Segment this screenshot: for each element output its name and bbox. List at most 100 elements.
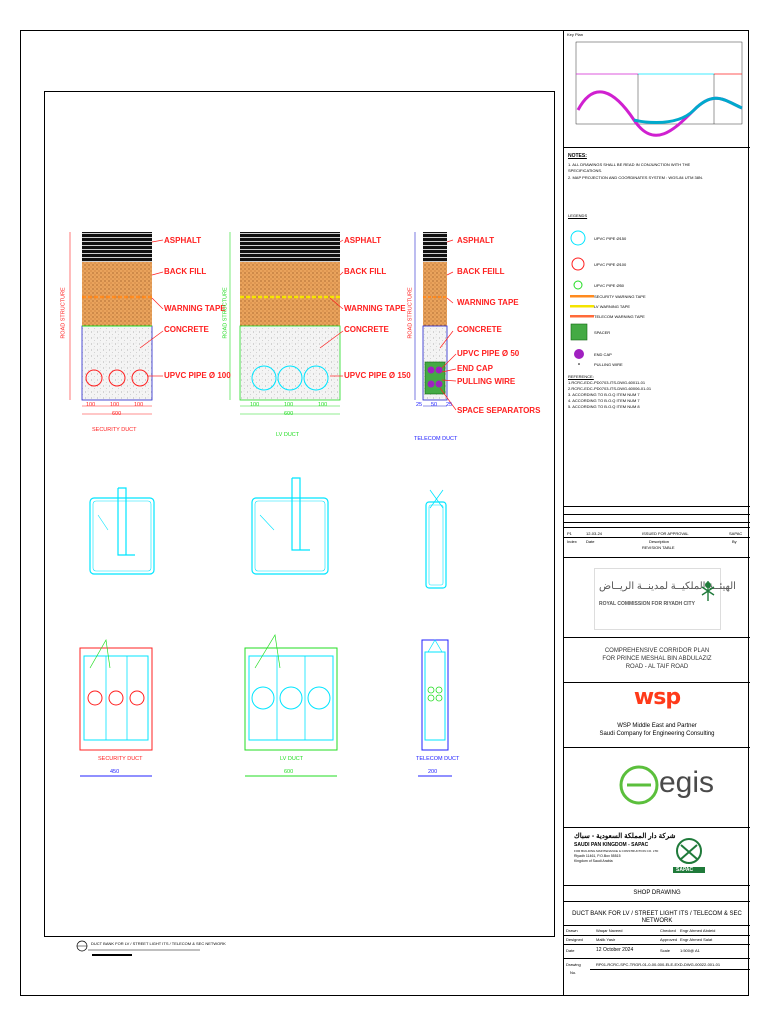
- revision-grid-line: [564, 506, 750, 507]
- combined-detail-lv: [244, 633, 338, 777]
- no-label: No.: [570, 970, 577, 975]
- drawing-label: Drawing: [566, 962, 581, 967]
- dim-lv-3: 100: [318, 402, 328, 408]
- revision-header-index: Index: [567, 539, 577, 544]
- caption-telecom-2: TELECOM DUCT: [416, 756, 460, 762]
- info-divider: [564, 958, 750, 959]
- telecom-section: [414, 232, 457, 411]
- caption-lv-2: LV DUCT: [280, 756, 304, 762]
- revision-header-by: By: [732, 539, 737, 544]
- dim-lv-1: 100: [250, 402, 260, 408]
- rebar-detail-telecom: [425, 489, 447, 589]
- contractor-arabic: شركة دار المملكة السعودية - سباك: [574, 833, 676, 840]
- approved-value: Engr Ahmed Salat: [680, 937, 713, 942]
- label-warning-tape-security: WARNING TAPE: [164, 304, 226, 313]
- legend-item-4: LV WARNING TAPE: [594, 304, 631, 309]
- reference-item-2: 3. ACCORDING TO B.O.Q ITEM NUM 7: [568, 392, 640, 397]
- label-concrete-telecom: CONCRETE: [457, 325, 502, 334]
- revision-header-date: Date: [586, 539, 595, 544]
- revision-index: P1: [567, 531, 572, 536]
- key-plan-title: Key Plan: [567, 32, 584, 37]
- bottom-dim-lv: 600: [284, 769, 294, 775]
- label-asphalt-telecom: ASPHALT: [457, 236, 495, 245]
- revision-grid-line: [564, 514, 750, 515]
- date-value: 12 October 2024: [596, 947, 634, 953]
- date-label: Date: [566, 948, 575, 953]
- legend-item-1: UPVC PIPE Ø100: [594, 262, 627, 267]
- label-pipe-telecom: UPVC PIPE Ø 50: [457, 349, 520, 358]
- dim-security-3: 100: [134, 402, 144, 408]
- legend-item-8: PULLING WIRE: [594, 362, 623, 367]
- label-end-cap-telecom: END CAP: [457, 364, 494, 373]
- label-pulling-wire-telecom: PULLING WIRE: [457, 377, 516, 386]
- road-structure-label-telecom: ROAD STRUCTURE: [407, 287, 414, 339]
- legend-item-7: END CAP: [594, 352, 612, 357]
- contractor-addr-1: Riyadh 11461, P.O.Box 55515: [574, 854, 621, 858]
- label-warning-tape-lv: WARNING TAPE: [344, 304, 406, 313]
- note-2: 2. MAP PROJECTION AND COORDINATES SYSTEM…: [568, 175, 703, 180]
- dim-security-2: 100: [110, 402, 120, 408]
- revision-description: ISSUED FOR APPROVAL: [642, 531, 689, 536]
- contractor-name: SAUDI PAN KINGDOM - SAPAC: [574, 842, 649, 848]
- label-asphalt-lv: ASPHALT: [344, 236, 382, 245]
- bottom-dim-telecom: 200: [428, 769, 438, 775]
- caption-security: SECURITY DUCT: [92, 427, 137, 433]
- consultant-line-1: WSP Middle East and Partner: [617, 723, 697, 729]
- project-box: COMPREHENSIVE CORRIDOR PLAN FOR PRINCE M…: [564, 638, 750, 683]
- dim-telecom-1: 25: [416, 402, 423, 408]
- reference-title: REFERENCE:: [568, 374, 594, 379]
- wsp-logo: wsp: [633, 685, 681, 710]
- caption-lv: LV DUCT: [276, 432, 300, 438]
- caption-security-2: SECURITY DUCT: [98, 756, 143, 762]
- revision-header-description: Description: [649, 539, 670, 544]
- rebar-detail-security: [89, 487, 155, 575]
- road-structure-label-lv: ROAD STRUCTURE: [222, 287, 229, 339]
- combined-detail-telecom: [418, 639, 452, 777]
- info-divider: [564, 944, 750, 945]
- label-backfill-lv: BACK FILL: [344, 267, 387, 276]
- dim-lv-2: 100: [284, 402, 294, 408]
- revision-table: P1 12-03-24 ISSUED FOR APPROVAL SAPAC In…: [564, 528, 750, 558]
- consultant-box: wsp WSP Middle East and Partner Saudi Co…: [564, 683, 750, 748]
- reference-item-4: 5. ACCORDING TO B.O.Q ITEM NUM 8: [568, 404, 640, 409]
- caption-telecom: TELECOM DUCT: [414, 436, 458, 442]
- label-space-separators-telecom: SPACE SEPARATORS: [457, 406, 541, 415]
- security-section: [69, 232, 164, 415]
- dim-telecom-2: 50: [431, 402, 438, 408]
- label-pipe-security: UPVC PIPE Ø 100: [164, 371, 231, 380]
- sheet-title: DUCT BANK FOR LV / STREET LIGHT ITS / TE…: [572, 911, 742, 924]
- drawing-number: RP01-RCRC-SPC-TRGR-01-0-00-000-ELE-EXD-D…: [596, 962, 721, 967]
- reference-item-1: 2.RCRC-EDC-PD0703-ITS-DWG-60006-01-01: [568, 386, 652, 391]
- project-line-2: FOR PRINCE MESHAL BIN ABDULAZIZ: [602, 656, 712, 662]
- legend-title: LEGENDS: [568, 213, 588, 218]
- scale-value: 1:500@ A1: [680, 948, 700, 953]
- revision-date: 12-03-24: [586, 531, 603, 536]
- road-structure-label-security: ROAD STRUCTURE: [60, 287, 67, 339]
- revision-divider: [564, 537, 750, 538]
- label-backfill-telecom: BACK FEILL: [457, 267, 505, 276]
- combined-detail-security: [79, 638, 153, 777]
- client-logo: الهيئــة الملكيــة لمدينــة الريــاض ROY…: [594, 568, 736, 630]
- legend-symbols: [570, 230, 594, 365]
- notes-title: NOTES:: [568, 153, 587, 159]
- info-divider: [564, 935, 750, 936]
- label-concrete-lv: CONCRETE: [344, 325, 389, 334]
- legend-item-6: SPACER: [594, 330, 611, 335]
- drawing-title-marker: [76, 940, 200, 956]
- title-block: Key Plan NOTES: 1. ALL DRAWINGS SHALL BE…: [563, 30, 750, 996]
- rebar-detail-lv: [251, 477, 329, 575]
- label-backfill-security: BACK FILL: [164, 267, 207, 276]
- revision-by: SAPAC: [729, 531, 743, 536]
- legend-item-2: UPVC PIPE Ø50: [594, 283, 625, 288]
- contractor-sub: FOR BUILDING MAINTENANCE & CONSTRUCTION …: [574, 849, 659, 853]
- dim-security-1: 100: [86, 402, 96, 408]
- checked-label: Checked: [660, 928, 676, 933]
- label-pipe-lv: UPVC PIPE Ø 150: [344, 371, 411, 380]
- designed-label: Designed: [566, 937, 583, 942]
- reference-item-3: 4. ACCORDING TO B.O.Q ITEM NUM 7: [568, 398, 640, 403]
- egis-box: egis: [564, 748, 750, 828]
- client-box: الهيئــة الملكيــة لمدينــة الريــاض ROY…: [564, 558, 750, 638]
- egis-e-icon: [619, 765, 659, 805]
- legend-item-0: UPVC PIPE Ø150: [594, 236, 627, 241]
